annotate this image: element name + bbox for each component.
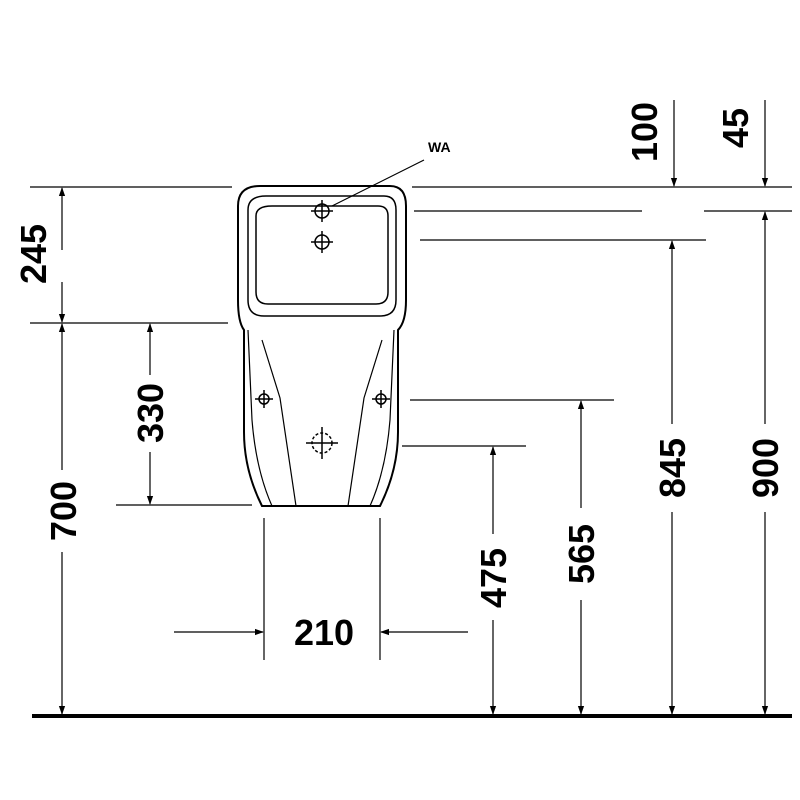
urinal-trap-left: [261, 339, 297, 507]
fixing-point-right: [372, 390, 390, 408]
dim-330-label: 330: [130, 383, 171, 443]
dim-565-label: 565: [561, 524, 602, 584]
urinal-trap-right: [347, 339, 383, 507]
dim-45-label: 45: [715, 108, 756, 148]
extension-lines: [30, 186, 792, 660]
dim-845-label: 845: [652, 438, 693, 498]
dim-475-label: 475: [473, 548, 514, 608]
dim-100-label: 100: [624, 102, 665, 162]
urinal-rim-outline: [247, 195, 397, 317]
urinal-front-view: [237, 185, 407, 507]
dim-700-label: 700: [43, 481, 84, 541]
dim-900-label: 900: [745, 438, 786, 498]
dim-210-label: 210: [294, 612, 354, 653]
urinal-skirt-right: [369, 329, 395, 507]
wa-inlet-symbol: [311, 200, 333, 222]
outlet-symbol: [306, 427, 338, 459]
wa-label: WA: [428, 139, 451, 155]
urinal-skirt-left: [247, 329, 273, 507]
fixing-point-left: [255, 390, 273, 408]
second-inlet-symbol: [311, 231, 333, 253]
urinal-bowl-opening: [255, 205, 389, 305]
urinal-outer-outline: [237, 185, 407, 507]
dimension-lines: [58, 100, 769, 715]
dim-245-label: 245: [13, 224, 54, 284]
wa-leader-line: [331, 159, 425, 207]
